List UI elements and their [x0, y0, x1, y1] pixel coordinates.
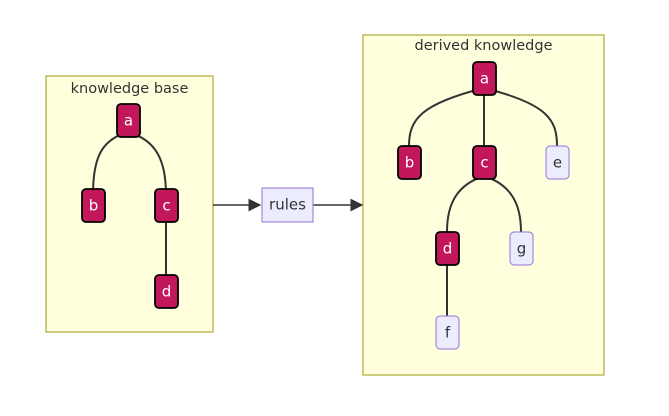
svg-text:c: c — [480, 154, 488, 172]
knowledge-base-title: knowledge base — [71, 81, 189, 97]
dk-node-d: d — [435, 231, 460, 266]
dk-node-e: e — [545, 145, 570, 180]
svg-text:a: a — [480, 70, 489, 88]
svg-text:rules: rules — [269, 196, 306, 214]
svg-text:f: f — [445, 324, 451, 342]
rules-node: rules — [261, 187, 314, 223]
edge-dk-a-b — [408, 87, 485, 147]
dk-node-b: b — [397, 145, 422, 180]
dk-node-g: g — [509, 231, 534, 266]
svg-text:d: d — [443, 240, 453, 258]
svg-text:g: g — [517, 240, 527, 258]
dk-node-a: a — [472, 61, 497, 96]
svg-text:d: d — [162, 283, 172, 301]
dk-node-f: f — [435, 315, 460, 350]
kb-node-a: a — [116, 103, 141, 138]
kb-node-c: c — [154, 188, 179, 223]
svg-text:b: b — [89, 197, 99, 215]
svg-text:c: c — [162, 197, 170, 215]
derived-knowledge-title: derived knowledge — [414, 38, 552, 54]
kb-node-b: b — [81, 188, 106, 223]
svg-text:a: a — [124, 112, 133, 130]
svg-text:b: b — [405, 154, 415, 172]
svg-text:e: e — [553, 154, 562, 172]
edge-dk-a-e — [483, 87, 558, 147]
kb-node-d: d — [154, 274, 179, 309]
dk-node-c: c — [472, 145, 497, 180]
